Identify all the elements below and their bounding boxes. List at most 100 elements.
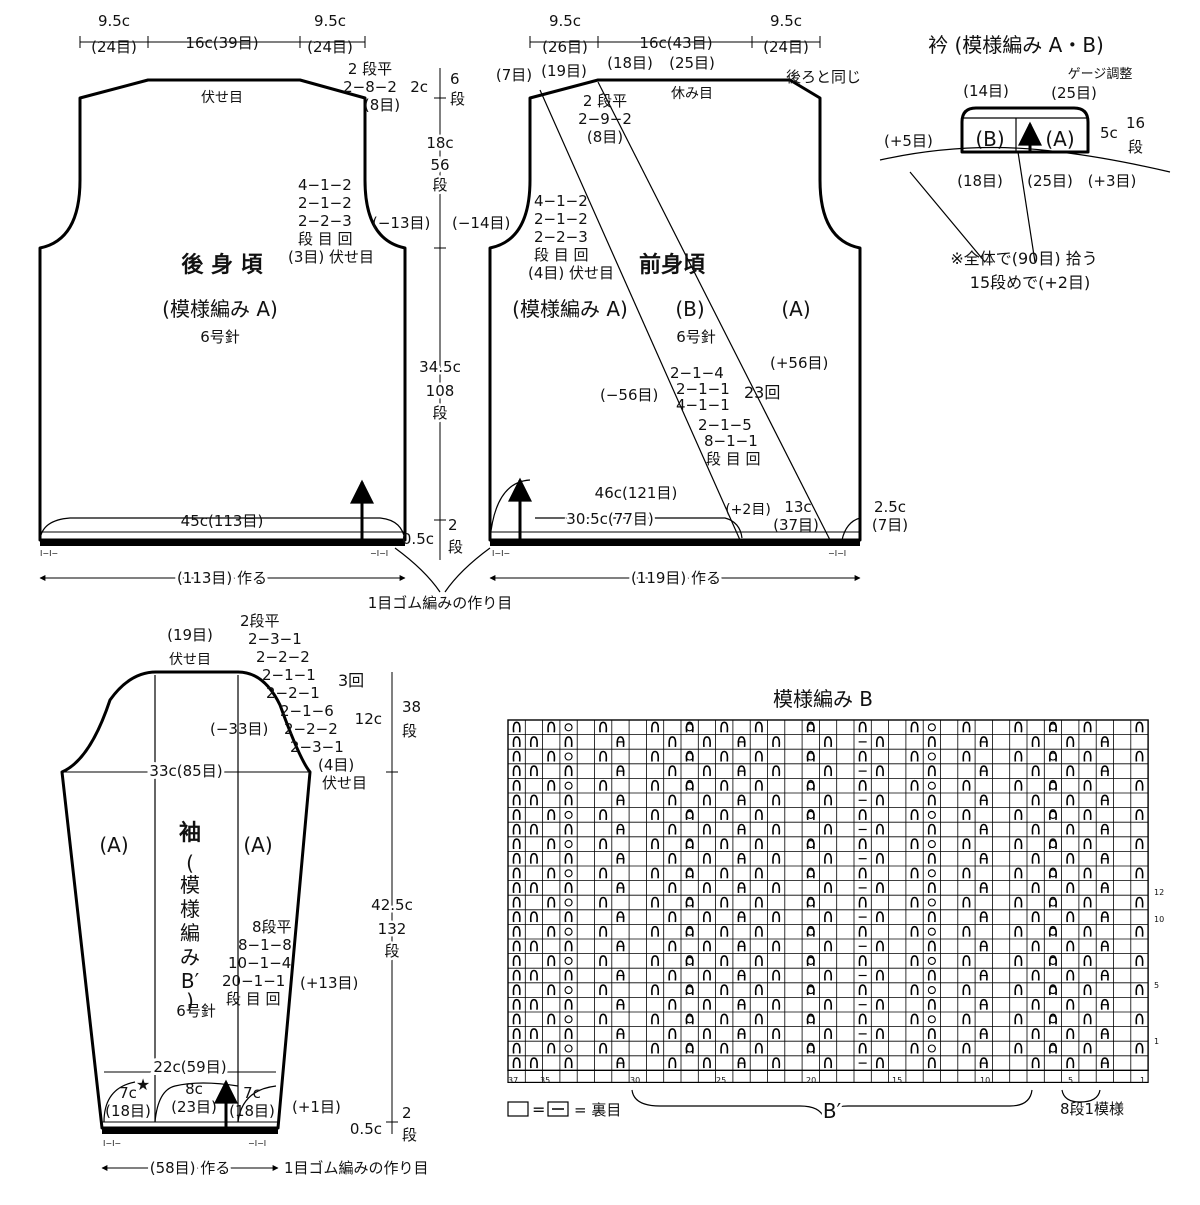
front-armhole-1: 4−1−2 bbox=[534, 192, 588, 210]
front-rib-mark-right: −I−I bbox=[828, 549, 846, 558]
sleeve-cap-9: (4目) bbox=[318, 756, 354, 774]
front-title: 前身頃 bbox=[639, 252, 706, 278]
collar-height-rows: 16 bbox=[1126, 114, 1145, 132]
dim-1-rows: 6 bbox=[450, 70, 460, 88]
back-width-left: 9.5c bbox=[98, 12, 130, 30]
collar-left-inc: (+5目) bbox=[884, 132, 933, 150]
collar-piece: 衿 (模様編み A・B) ゲージ調整 (14目) (25目) (B) (A) (… bbox=[879, 33, 1171, 292]
sleeve-body-height: 42.5c bbox=[371, 896, 413, 914]
front-width-right: 9.5c bbox=[770, 12, 802, 30]
back-armhole-5: (3目) 伏せ目 bbox=[288, 248, 374, 266]
chart-col-label-30: 30 bbox=[630, 1076, 640, 1085]
back-shoulder-3: (8目) bbox=[364, 96, 400, 114]
front-diag-a-1: 2−1−4 bbox=[670, 364, 724, 382]
front-diag-a-2: 2−1−1 bbox=[676, 380, 730, 398]
dim-4-cm: 0.5c bbox=[402, 530, 434, 548]
sleeve-cuff-mid-sts: (23目) bbox=[171, 1098, 217, 1116]
back-body-piece: 9.5c (24目) 16c(39目) 9.5c (24目) 伏せ目 2 段平 … bbox=[38, 12, 430, 590]
sleeve-inc-1: 8段平 bbox=[252, 918, 292, 936]
back-cast-on: (113目) 作る bbox=[177, 569, 267, 587]
back-shoulder-2: 2−8−2 bbox=[343, 78, 397, 96]
sleeve-cuff-left-sts: (18目) bbox=[105, 1102, 151, 1120]
dim-3-rows: 108 bbox=[426, 382, 455, 400]
chart-title: 模様編み B bbox=[773, 687, 873, 711]
sleeve-inc-4: 20−1−1 bbox=[222, 972, 285, 990]
sleeve-cuff-right-sts: (18目) bbox=[229, 1102, 275, 1120]
back-armhole-2: 2−1−2 bbox=[298, 194, 352, 212]
sleeve-inc-5: 段 目 回 bbox=[226, 990, 281, 1008]
sleeve-star-icon: ★ bbox=[136, 1075, 150, 1094]
collar-top2: (25目) bbox=[1051, 84, 1097, 102]
dim-2-cm: 18c bbox=[426, 134, 453, 152]
chart-col-label-35: 35 bbox=[540, 1076, 550, 1085]
sleeve-inc-3: 10−1−4 bbox=[228, 954, 291, 972]
back-width-right: 9.5c bbox=[314, 12, 346, 30]
collar-note-1: ※全体で(90目) 拾う bbox=[950, 249, 1097, 268]
rib-cast-on-note: 1目ゴム編みの作り目 bbox=[368, 594, 513, 612]
sleeve-rib-mark-left: I−I− bbox=[103, 1139, 121, 1148]
dim-4-unit: 段 bbox=[448, 538, 463, 556]
back-title: 後 身 頃 bbox=[181, 252, 263, 278]
front-top-label-1: (7目) bbox=[496, 66, 532, 84]
chart-grid bbox=[507, 719, 1149, 1084]
sleeve-side-a-left: (A) bbox=[99, 833, 128, 857]
dim-2-unit: 段 bbox=[432, 176, 447, 194]
sleeve-cap-height: 12c bbox=[355, 710, 382, 728]
front-top-label-3: (18目) bbox=[607, 54, 653, 72]
front-width-inc: (+2目) bbox=[725, 502, 771, 518]
front-top-label-4: (25目) bbox=[669, 54, 715, 72]
sleeve-cuff-right: 7c bbox=[243, 1084, 261, 1102]
front-pattern-a: (模様編み A) bbox=[512, 297, 628, 321]
collar-bottom-right: (+3目) bbox=[1088, 172, 1137, 190]
front-armhole-5: (4目) 伏せ目 bbox=[528, 264, 614, 282]
back-dec-a: (−13目) bbox=[372, 214, 430, 232]
collar-top: (14目) bbox=[963, 82, 1009, 100]
sleeve-pattern-3: 様 bbox=[180, 897, 200, 921]
back-armhole-3: 2−2−3 bbox=[298, 212, 352, 230]
chart-row-label-1: 1 bbox=[1154, 1037, 1159, 1046]
front-rib-mark-left: I−I− bbox=[492, 549, 510, 558]
front-pattern-b: (B) bbox=[675, 297, 704, 321]
front-dec-b: (−14目) bbox=[452, 214, 510, 232]
back-width: 45c(113目) bbox=[181, 512, 264, 530]
sleeve-cap-6: 2−1−6 bbox=[280, 702, 334, 720]
front-armhole-4: 段 目 回 bbox=[534, 246, 589, 264]
back-pattern: (模様編み A) bbox=[162, 297, 278, 321]
front-width-b-sts: (37目) bbox=[773, 516, 819, 534]
sleeve-rib-mark-right: −I−I bbox=[248, 1139, 266, 1148]
chart-col-label-5: 5 bbox=[1068, 1076, 1073, 1085]
sleeve-cap-5: 2−2−1 bbox=[266, 684, 320, 702]
sleeve-width: 33c(85目) bbox=[149, 762, 222, 780]
collar-note-2: 15段めで(+2目) bbox=[970, 273, 1090, 292]
front-diag-b-3: 段 目 回 bbox=[706, 450, 761, 468]
chart-row-label-10: 10 bbox=[1154, 915, 1164, 924]
dim-4-rows: 2 bbox=[448, 516, 458, 534]
sleeve-cap-7: 2−2−2 bbox=[284, 720, 338, 738]
back-armhole-4: 段 目 回 bbox=[298, 230, 353, 248]
sleeve-body-height-unit: 段 bbox=[384, 942, 399, 960]
sleeve-cap-height-rows: 38 bbox=[402, 698, 421, 716]
chart-col-label-37: 37 bbox=[508, 1076, 518, 1085]
sleeve-pattern-7: ) bbox=[186, 989, 194, 1013]
collar-height-unit: 段 bbox=[1128, 138, 1143, 156]
chart-col-label-25: 25 bbox=[716, 1076, 726, 1085]
front-width-left-sts: (26目) bbox=[542, 38, 588, 56]
front-width-right-sts: (24目) bbox=[763, 38, 809, 56]
sleeve-cap-8: 2−3−1 bbox=[290, 738, 344, 756]
front-width-total: 46c(121目) bbox=[595, 484, 678, 502]
front-rest-stitches: 休み目 bbox=[671, 86, 713, 102]
sleeve-pattern-2: 模 bbox=[180, 873, 200, 897]
sleeve-pattern-1: ( bbox=[186, 851, 194, 875]
legend-empty-cell bbox=[507, 1101, 529, 1117]
sleeve-side-a-right: (A) bbox=[243, 833, 272, 857]
front-dec-left: (−56目) bbox=[600, 386, 658, 404]
chart-col-label-15: 15 bbox=[892, 1076, 902, 1085]
sleeve-cuff-inc: (+1目) bbox=[292, 1098, 341, 1116]
chart-col-label-20: 20 bbox=[806, 1076, 816, 1085]
front-shoulder-3: (8目) bbox=[587, 128, 623, 146]
front-top-label-2: (19目) bbox=[541, 62, 587, 80]
front-width-left: 9.5c bbox=[549, 12, 581, 30]
front-needle: 6号針 bbox=[676, 328, 716, 346]
sleeve-pattern-6: B′ bbox=[181, 969, 200, 993]
